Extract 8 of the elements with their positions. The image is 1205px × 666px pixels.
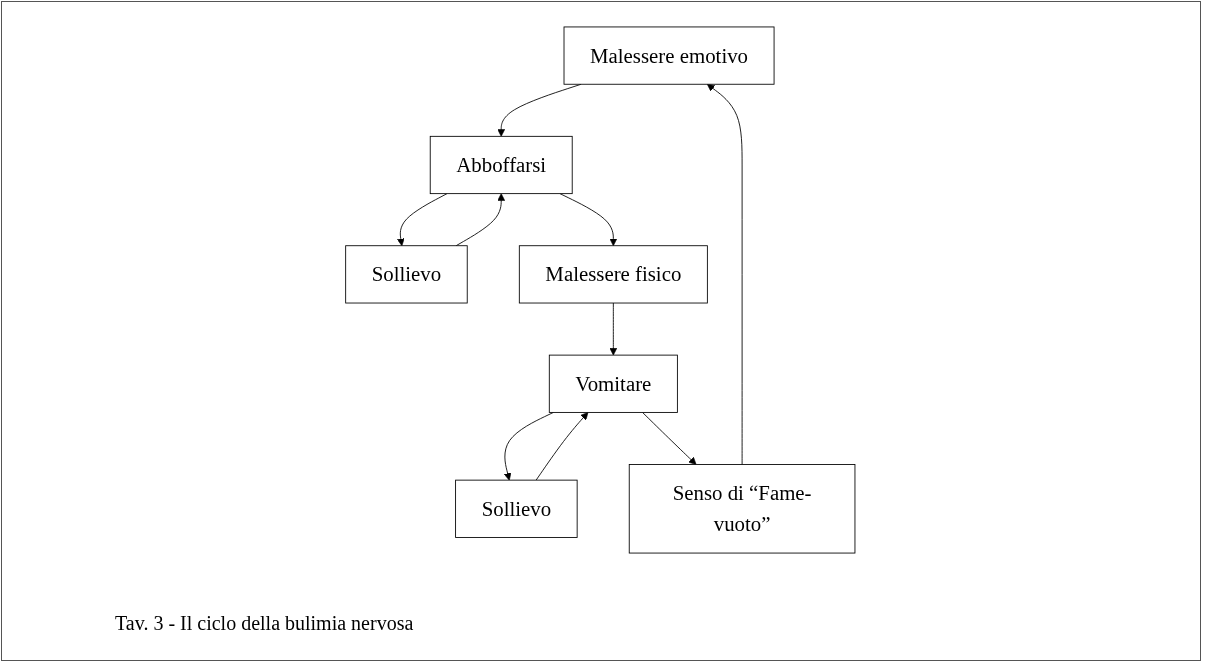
node-box: Senso di “Fame-vuoto” xyxy=(628,464,856,554)
node-box: Vomitare xyxy=(548,354,678,413)
node-box: Sollievo xyxy=(344,245,468,304)
node-box: Sollievo xyxy=(454,479,578,538)
caption: Tav. 3 - Il ciclo della bulimia nervosa xyxy=(115,612,414,635)
node-box: Malessere emotivo xyxy=(563,26,775,85)
node-box: Malessere fisico xyxy=(518,245,708,304)
node-box: Abboffarsi xyxy=(429,135,573,195)
